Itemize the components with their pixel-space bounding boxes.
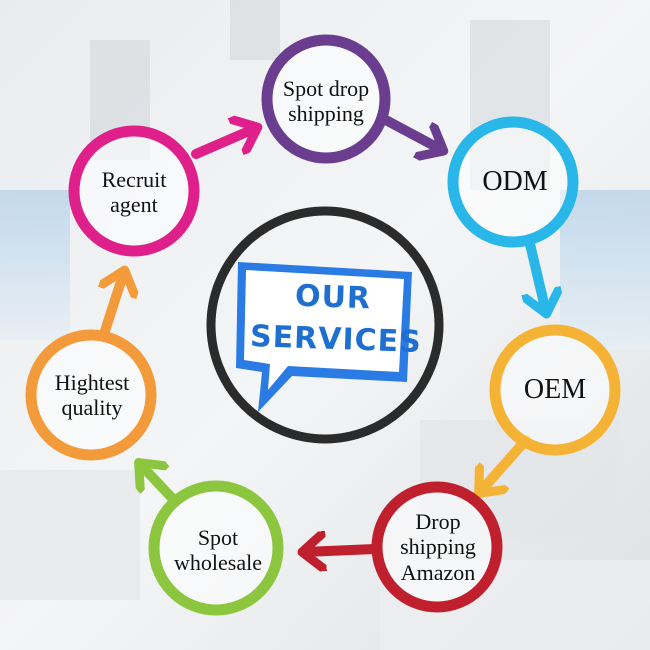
arrow-from-odm — [530, 239, 546, 312]
node-label-oem: OEM — [523, 373, 587, 405]
node-label-drop-shipping-amazon: Drop shipping Amazon — [400, 509, 476, 585]
arrow-from-spot-drop-shipping — [377, 113, 442, 150]
arrow-from-spot-wholesale — [140, 464, 177, 503]
node-label-odm: ODM — [482, 165, 548, 197]
arrow-from-hightest-quality — [104, 272, 124, 339]
node-label-hightest-quality: Hightest quality — [54, 369, 130, 420]
arrows-layer — [104, 113, 546, 552]
arrow-from-oem — [480, 435, 531, 492]
center-title-line2: SERVICES — [249, 319, 423, 361]
speech-bubble-icon — [236, 262, 412, 412]
node-label-recruit-agent: Recruit agent — [101, 166, 167, 217]
ring-spot-wholesale — [148, 480, 284, 616]
arrow-from-recruit-agent — [191, 128, 256, 159]
ring-oem — [489, 324, 621, 456]
ring-hightest-quality — [25, 329, 157, 461]
hub-ring — [206, 206, 444, 444]
arrow-from-drop-shipping-amazon — [304, 549, 380, 552]
ring-drop-shipping-amazon — [371, 481, 503, 613]
ring-recruit-agent — [68, 125, 200, 257]
ring-spot-drop-shipping — [261, 34, 391, 164]
center-title-line1: OUR — [294, 278, 372, 317]
hub — [206, 206, 444, 444]
node-label-spot-wholesale: Spot wholesale — [174, 524, 262, 575]
ring-odm — [447, 116, 579, 248]
rings-layer — [25, 34, 621, 616]
node-label-spot-drop-shipping: Spot drop shipping — [282, 75, 370, 126]
